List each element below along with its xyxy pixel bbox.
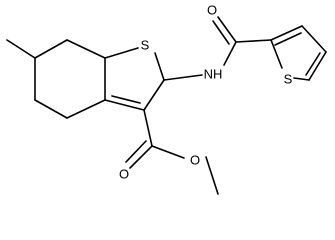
bond-th-s-c2	[270, 39, 283, 69]
bond-ring-c7-c7a	[66, 39, 106, 59]
atom-o-ester-ether: O	[190, 153, 200, 168]
bond-thio-c7a-s	[104, 47, 139, 59]
bond-thio-c3-c3a-inner	[111, 95, 141, 104]
bond-ester-o-methyl	[205, 156, 219, 195]
bond-carbonyl-o-2	[212, 20, 230, 45]
bond-ring-c4-c5	[34, 99, 68, 119]
bond-th-c2-c3-inner	[274, 32, 302, 46]
molecule-structure: S NH O S O O	[6, 3, 327, 195]
bond-c3-ester-c	[143, 109, 153, 147]
bond-thio-s-c2	[154, 52, 165, 81]
bond-ester-carbonyl-o-1	[129, 145, 153, 169]
bond-ester-carbonyl-o-2	[125, 140, 147, 163]
bond-th-c3-c4	[301, 25, 327, 53]
bond-methyl	[6, 39, 36, 59]
bond-ring-c3a-c4	[66, 99, 106, 119]
atom-o-amide: O	[207, 3, 217, 18]
atom-nh: NH	[204, 67, 223, 82]
atom-o-ester-carbonyl: O	[119, 167, 129, 182]
bond-thio-c3-c3a	[104, 99, 145, 111]
bond-th-c2-c3	[270, 25, 303, 41]
bond-c2-n	[163, 74, 203, 81]
bond-ring-c6-c7	[34, 39, 68, 59]
bond-n-carbonyl	[223, 41, 237, 66]
bond-carbonyl-o-1	[217, 16, 237, 43]
bond-th-c5-s	[293, 77, 310, 81]
bond-ester-c-o	[151, 145, 185, 159]
label-layer: S NH O S O O	[119, 3, 293, 182]
bond-layer	[6, 16, 327, 195]
bond-th-c4-c5	[308, 51, 327, 81]
atom-s-thiophene: S	[284, 72, 293, 87]
bond-thio-c2-c3	[143, 79, 165, 111]
bond-carbonyl-thiophene	[235, 39, 272, 43]
atom-s-ring: S	[141, 38, 150, 53]
bond-th-c4-c5-inner	[305, 52, 321, 76]
